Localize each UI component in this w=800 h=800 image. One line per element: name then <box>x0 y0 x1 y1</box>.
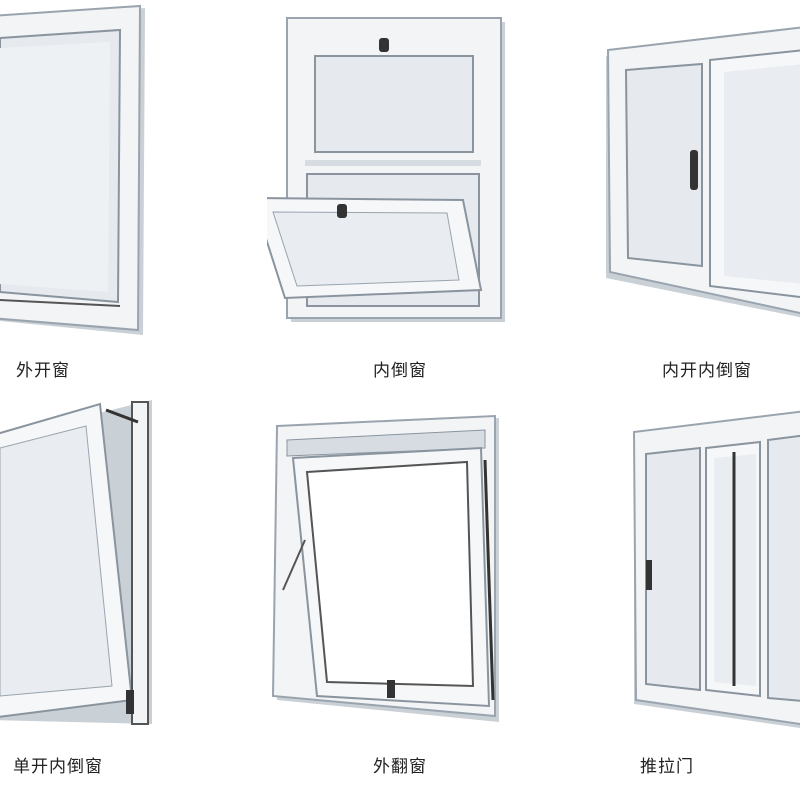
caption-single-tilt: 单开内倒窗 <box>13 757 103 777</box>
caption-casement: 外开窗 <box>16 361 70 381</box>
sliding-window-image <box>632 410 800 728</box>
hopper-window-image <box>267 17 505 322</box>
caption-sliding: 推拉门 <box>640 757 694 777</box>
window-single-tilt: 单开内倒窗 <box>0 400 266 800</box>
caption-tilt-turn: 内开内倒窗 <box>662 361 752 381</box>
single-tilt-window-image <box>0 400 152 725</box>
casement-window-image <box>0 4 145 335</box>
window-awning-outward: 外翻窗 <box>267 400 533 800</box>
window-hopper-inward: 内倒窗 <box>267 0 533 400</box>
window-sliding: 推拉门 <box>534 400 800 800</box>
tilt-turn-window-image <box>606 26 800 318</box>
window-tilt-turn: 内开内倒窗 <box>534 0 800 400</box>
window-casement-outward: 外开窗 <box>0 0 266 400</box>
awning-window-image <box>271 414 499 722</box>
caption-awning: 外翻窗 <box>373 757 427 777</box>
caption-hopper: 内倒窗 <box>373 361 427 381</box>
